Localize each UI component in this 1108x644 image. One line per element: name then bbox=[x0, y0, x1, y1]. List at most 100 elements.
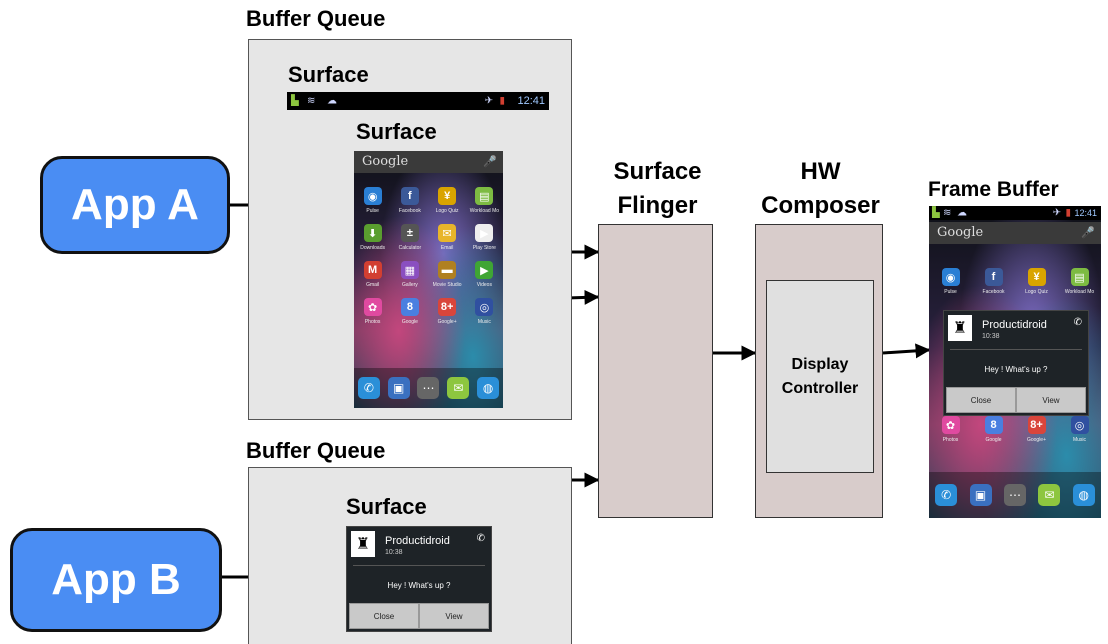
battery-icon: ▮ bbox=[499, 95, 505, 107]
home-app-workload-mo[interactable]: ▤Workload Mo bbox=[466, 187, 503, 214]
home-app-label: Email bbox=[440, 245, 454, 251]
fb-app-label: Logo Quiz bbox=[1025, 289, 1048, 295]
fb-view-button[interactable]: View bbox=[1016, 387, 1086, 413]
display-controller-line1: Display bbox=[791, 355, 849, 373]
fb-image-icon: ▙ bbox=[932, 207, 940, 219]
whatsapp-icon: ✆ bbox=[476, 533, 485, 544]
hw-composer-label: HW Composer bbox=[748, 155, 893, 223]
cloud-icon: ☁ bbox=[327, 95, 337, 107]
launcher-icon[interactable]: ⋯ bbox=[417, 377, 440, 399]
surface-notif-label: Surface bbox=[346, 494, 427, 519]
email-icon: ✉ bbox=[438, 224, 457, 242]
surface-flinger-box bbox=[598, 224, 713, 518]
surface-flinger-label: Surface Flinger bbox=[610, 155, 705, 223]
home-app-videos[interactable]: ▶ Videos bbox=[466, 261, 503, 288]
notification-sender: Productidroid bbox=[385, 535, 450, 547]
fb-app-pulse[interactable]: ◉ Pulse bbox=[929, 268, 972, 295]
gmail-icon: M bbox=[363, 261, 382, 279]
browser-icon[interactable]: ◍ bbox=[1072, 484, 1095, 506]
fb-app-label: Workload Mo bbox=[1064, 289, 1095, 295]
fb-app-label: Facebook bbox=[982, 289, 1005, 295]
fb-app-photos[interactable]: ✿Photos bbox=[929, 416, 972, 443]
pulse-icon: ◉ bbox=[363, 187, 382, 205]
surface-home-label: Surface bbox=[356, 119, 437, 144]
home-app-google[interactable]: 8+Google+ bbox=[429, 298, 466, 325]
fb-app-music[interactable]: ◎Music bbox=[1058, 416, 1101, 443]
home-app-label: Workload Mo bbox=[469, 208, 500, 214]
home-app-logo-quiz[interactable]: ¥Logo Quiz bbox=[429, 187, 466, 214]
messaging-icon[interactable]: ✉ bbox=[1038, 484, 1061, 506]
fb-airplane-icon: ✈ bbox=[1052, 207, 1061, 219]
home-app-music[interactable]: ◎Music bbox=[466, 298, 503, 325]
home-app-label: Facebook bbox=[398, 208, 421, 214]
browser-icon[interactable]: ◍ bbox=[477, 377, 500, 399]
home-app-label: Logo Quiz bbox=[435, 208, 459, 214]
fb-app-google[interactable]: 8+Google+ bbox=[1015, 416, 1058, 443]
home-app-play-store[interactable]: ▶Play Store bbox=[466, 224, 503, 251]
mic-icon: 🎤 bbox=[483, 155, 497, 168]
contacts-icon[interactable]: ▣ bbox=[969, 484, 992, 506]
notification-message: Hey ! What's up ? bbox=[387, 581, 451, 590]
fb-app-logo-quiz[interactable]: ¥ Logo Quiz bbox=[1015, 268, 1058, 295]
facebook-icon: f bbox=[984, 268, 1003, 286]
launcher-icon[interactable]: ⋯ bbox=[1003, 484, 1026, 506]
close-button[interactable]: Close bbox=[349, 603, 419, 629]
home-app-label: Gallery bbox=[401, 282, 418, 288]
home-app-movie-studio[interactable]: ▬Movie Studio bbox=[429, 261, 466, 288]
home-app-label: Videos bbox=[476, 282, 492, 288]
home-app-photos[interactable]: ✿Photos bbox=[354, 298, 391, 325]
messaging-icon[interactable]: ✉ bbox=[447, 377, 470, 399]
home-app-downloads[interactable]: ⬇Downloads bbox=[354, 224, 391, 251]
fb-divider bbox=[950, 349, 1082, 350]
fb-statusbar: ▙ ≋ ☁ ✈ ▮ 12:41 bbox=[929, 206, 1101, 220]
pulse-icon: ◉ bbox=[941, 268, 960, 286]
home-app-label: Music bbox=[477, 319, 491, 325]
fb-dock: ✆ ▣ ⋯ ✉ ◍ bbox=[929, 472, 1101, 518]
fb-notification-icon: ≋ bbox=[943, 207, 952, 219]
facebook-icon: f bbox=[400, 187, 419, 205]
fb-app-label: Pulse bbox=[944, 289, 957, 295]
workload-mo-icon: ▤ bbox=[1070, 268, 1089, 286]
home-app-calculator[interactable]: ±Calculator bbox=[391, 224, 428, 251]
videos-icon: ▶ bbox=[475, 261, 494, 279]
phone-icon[interactable]: ✆ bbox=[357, 377, 380, 399]
hw-composer-label-line1: HW bbox=[800, 158, 841, 185]
fb-close-button[interactable]: Close bbox=[946, 387, 1016, 413]
surface-statusbar-label: Surface bbox=[288, 62, 369, 87]
home-app-gallery[interactable]: ▦Gallery bbox=[391, 261, 428, 288]
fb-notification-time: 10:38 bbox=[982, 333, 1000, 340]
contacts-icon[interactable]: ▣ bbox=[387, 377, 410, 399]
phone-icon[interactable]: ✆ bbox=[935, 484, 958, 506]
home-app-email[interactable]: ✉ Email bbox=[429, 224, 466, 251]
app-b: App B bbox=[10, 528, 222, 632]
google-search-bar: Google 🎤 bbox=[354, 151, 503, 173]
logo-quiz-icon: ¥ bbox=[1027, 268, 1046, 286]
fb-app-workload-mo[interactable]: ▤ Workload Mo bbox=[1058, 268, 1101, 295]
notification-icon: ≋ bbox=[307, 95, 316, 107]
fb-app-label: Google bbox=[985, 437, 1002, 443]
calculator-icon: ± bbox=[400, 224, 419, 242]
fb-mic-icon: 🎤 bbox=[1081, 226, 1095, 239]
home-app-gmail[interactable]: M Gmail bbox=[354, 261, 391, 288]
google-icon: 8+ bbox=[438, 298, 457, 316]
hw-composer-label-line2: Composer bbox=[761, 192, 880, 219]
home-app-label: Pulse bbox=[366, 208, 379, 214]
view-button[interactable]: View bbox=[419, 603, 489, 629]
fb-statusbar-time: 12:41 bbox=[1074, 208, 1097, 218]
home-app-pulse[interactable]: ◉ Pulse bbox=[354, 187, 391, 214]
fb-battery-icon: ▮ bbox=[1065, 207, 1071, 219]
photos-icon: ✿ bbox=[363, 298, 382, 316]
app-a: App A bbox=[40, 156, 230, 254]
google-search-text: Google bbox=[362, 154, 409, 169]
display-controller-box: Display Controller bbox=[766, 280, 874, 473]
home-app-label: Gmail bbox=[366, 282, 380, 288]
movie-studio-icon: ▬ bbox=[438, 261, 457, 279]
airplane-icon: ✈ bbox=[484, 95, 493, 107]
fb-app-label: Music bbox=[1072, 437, 1087, 443]
